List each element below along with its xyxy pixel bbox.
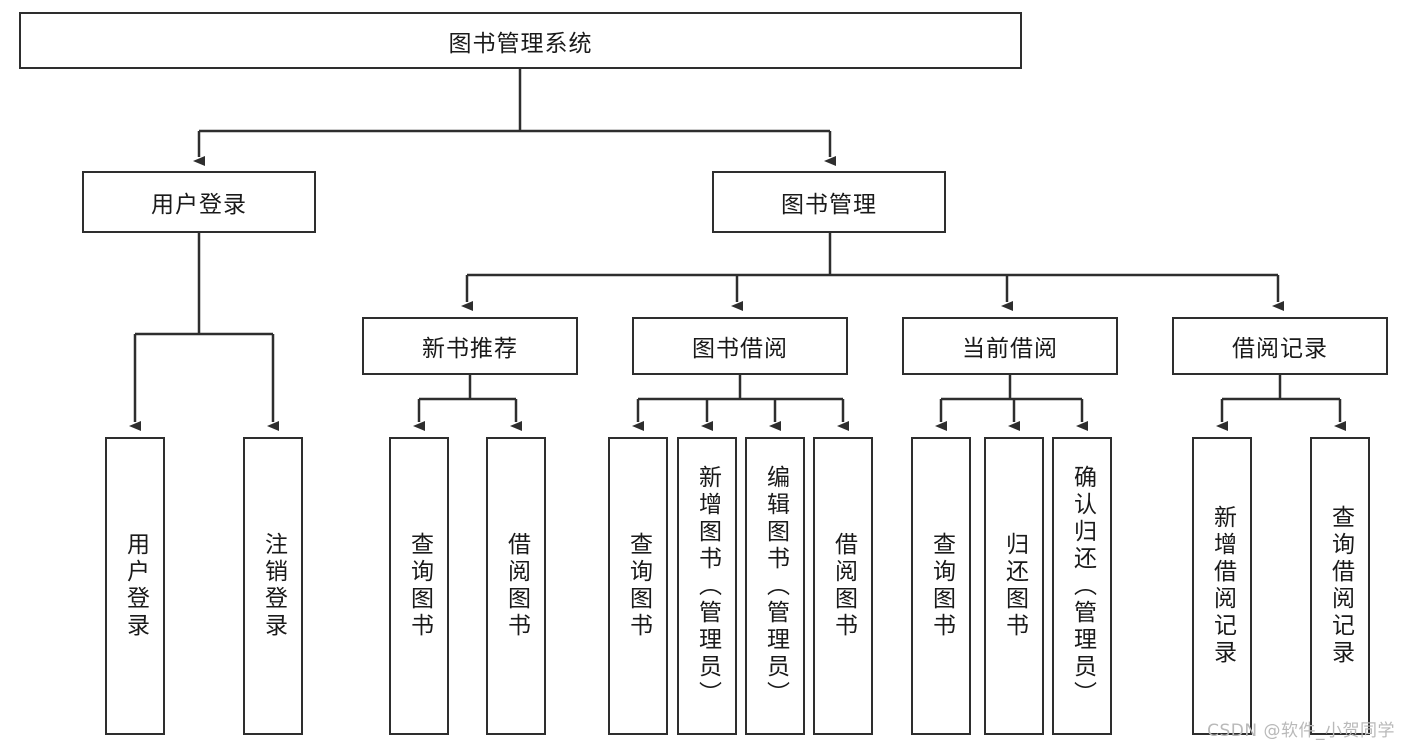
node-leaf-confirm-return-label: 确认归还（管理员） bbox=[1069, 464, 1096, 708]
node-leaf-borrow-book-2-label: 借阅图书 bbox=[830, 532, 857, 640]
node-book-borrow[interactable]: 图书借阅 bbox=[632, 317, 848, 375]
node-leaf-edit-book-label: 编辑图书（管理员） bbox=[762, 464, 789, 708]
node-new-book-recommend-label: 新书推荐 bbox=[422, 336, 518, 362]
node-leaf-return-book[interactable]: 归还图书 bbox=[984, 437, 1044, 735]
node-leaf-query-book-3-label: 查询图书 bbox=[928, 532, 955, 640]
node-leaf-borrow-book-2[interactable]: 借阅图书 bbox=[813, 437, 873, 735]
node-leaf-logout[interactable]: 注销登录 bbox=[243, 437, 303, 735]
node-current-borrow[interactable]: 当前借阅 bbox=[902, 317, 1118, 375]
node-new-book-recommend[interactable]: 新书推荐 bbox=[362, 317, 578, 375]
node-leaf-query-book-2-label: 查询图书 bbox=[625, 532, 652, 640]
node-leaf-borrow-book-1-label: 借阅图书 bbox=[503, 532, 530, 640]
node-leaf-user-login[interactable]: 用户登录 bbox=[105, 437, 165, 735]
node-leaf-return-book-label: 归还图书 bbox=[1001, 532, 1028, 640]
node-current-borrow-label: 当前借阅 bbox=[962, 336, 1058, 362]
node-leaf-user-login-label: 用户登录 bbox=[122, 532, 149, 640]
node-leaf-edit-book[interactable]: 编辑图书（管理员） bbox=[745, 437, 805, 735]
node-leaf-query-borrow-record-label: 查询借阅记录 bbox=[1327, 505, 1354, 667]
node-borrow-record[interactable]: 借阅记录 bbox=[1172, 317, 1388, 375]
node-leaf-add-borrow-record[interactable]: 新增借阅记录 bbox=[1192, 437, 1252, 735]
node-borrow-record-label: 借阅记录 bbox=[1232, 336, 1328, 362]
node-book-borrow-label: 图书借阅 bbox=[692, 336, 788, 362]
node-leaf-query-book-2[interactable]: 查询图书 bbox=[608, 437, 668, 735]
node-leaf-query-borrow-record[interactable]: 查询借阅记录 bbox=[1310, 437, 1370, 735]
node-book-management-label: 图书管理 bbox=[781, 192, 877, 218]
csdn-watermark: CSDN @软件_小贺同学 bbox=[1207, 721, 1395, 741]
node-leaf-add-book-label: 新增图书（管理员） bbox=[694, 464, 721, 708]
node-user-login-label: 用户登录 bbox=[151, 192, 247, 218]
node-leaf-query-book-1-label: 查询图书 bbox=[406, 532, 433, 640]
node-user-login[interactable]: 用户登录 bbox=[82, 171, 316, 233]
node-book-management[interactable]: 图书管理 bbox=[712, 171, 946, 233]
node-root-title[interactable]: 图书管理系统 bbox=[19, 12, 1022, 69]
node-root-title-label: 图书管理系统 bbox=[448, 30, 593, 57]
node-leaf-confirm-return[interactable]: 确认归还（管理员） bbox=[1052, 437, 1112, 735]
node-leaf-add-borrow-record-label: 新增借阅记录 bbox=[1209, 505, 1236, 667]
node-leaf-query-book-1[interactable]: 查询图书 bbox=[389, 437, 449, 735]
node-leaf-add-book[interactable]: 新增图书（管理员） bbox=[677, 437, 737, 735]
node-leaf-logout-label: 注销登录 bbox=[260, 532, 287, 640]
node-leaf-query-book-3[interactable]: 查询图书 bbox=[911, 437, 971, 735]
node-leaf-borrow-book-1[interactable]: 借阅图书 bbox=[486, 437, 546, 735]
